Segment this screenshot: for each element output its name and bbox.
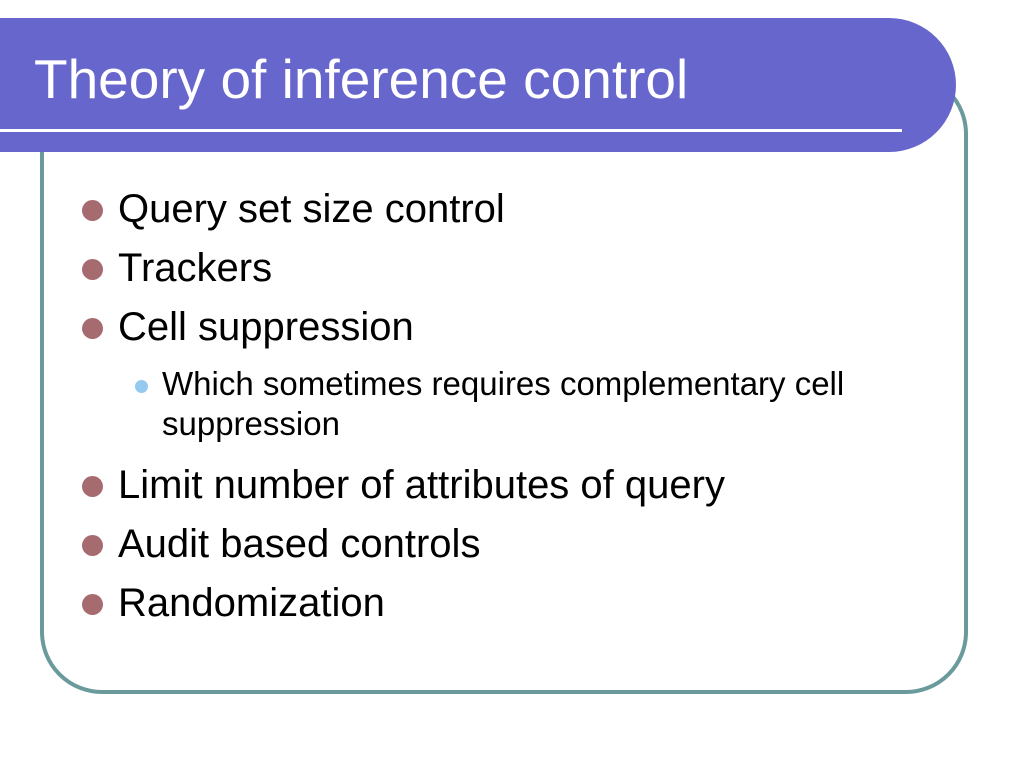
bullet-dot-icon — [82, 594, 103, 615]
sub-bullet-dot-icon — [135, 380, 148, 393]
slide-title: Theory of inference control — [34, 48, 689, 110]
bullet-text: Limit number of attributes of query — [118, 463, 725, 507]
bullet-text: Query set size control — [118, 187, 505, 231]
bullet-text: Trackers — [118, 246, 273, 290]
bullet-dot-icon — [82, 535, 103, 556]
bullet-text: Audit based controls — [118, 522, 481, 566]
bullet-dot-icon — [82, 318, 103, 339]
content-frame — [40, 72, 968, 694]
bullet-dot-icon — [82, 200, 103, 221]
sub-bullet-text: Which sometimes requires complementary c… — [162, 365, 845, 442]
bullet-dot-icon — [82, 259, 103, 280]
title-underline — [0, 129, 902, 132]
bullet-text: Randomization — [118, 581, 385, 625]
bullet-text: Cell suppression — [118, 305, 414, 349]
bullet-dot-icon — [82, 476, 103, 497]
